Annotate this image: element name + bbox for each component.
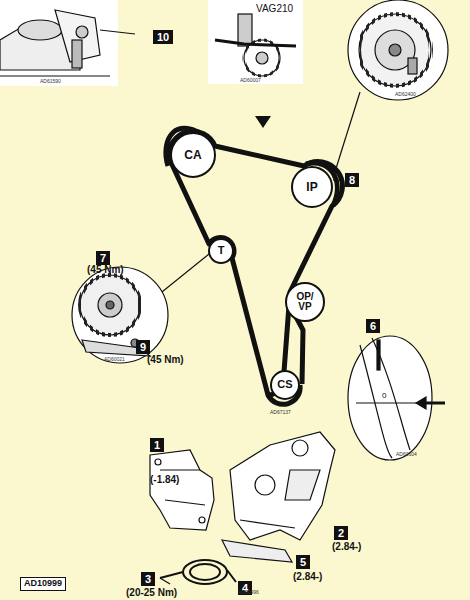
reference-code: AD67137 (270, 410, 291, 416)
reference-code: AD61590 (40, 79, 61, 85)
pulley-label: IP (306, 181, 317, 194)
callout-number: 6 (366, 319, 380, 333)
callout-number: 3 (141, 572, 155, 586)
pulley-label: T (218, 245, 225, 257)
callout-number: 10 (153, 30, 173, 44)
callout-number: 7 (96, 251, 110, 265)
reference-code: AD60021 (104, 357, 125, 363)
dimension: (-1.84) (150, 474, 179, 485)
figure-code: AD10999 (20, 577, 66, 591)
callout-number: 2 (334, 526, 348, 540)
callout-number: 1 (150, 438, 164, 452)
pulley-circle: CS (270, 370, 300, 400)
callout-number: 8 (345, 173, 359, 187)
pulley-circle: CA (170, 132, 216, 178)
reference-code: AD60007 (240, 78, 261, 84)
reference-code: AD62996 (238, 590, 259, 596)
torque-value: (45 Nm) (87, 264, 124, 275)
pulley-label: CA (184, 149, 201, 162)
pulley-label: CS (277, 379, 292, 391)
pulley-circle: IP (291, 166, 333, 208)
reference-code: AD62400 (395, 92, 416, 98)
pulley-label: OP/ VP (289, 292, 321, 313)
tool-name: VAG210 (256, 3, 293, 14)
dimension: (2.84-) (332, 541, 361, 552)
callout-number: 5 (296, 555, 310, 569)
reference-code: AD60604 (396, 452, 417, 458)
pulley-circle: T (208, 238, 234, 264)
pulley-circle: OP/ VP (285, 282, 325, 322)
torque-value: (20-25 Nm) (126, 587, 177, 598)
callout-number: 9 (136, 340, 150, 354)
dimension: (2.84-) (293, 571, 322, 582)
scale-mark: 0 (382, 392, 386, 401)
torque-value: (45 Nm) (147, 354, 184, 365)
